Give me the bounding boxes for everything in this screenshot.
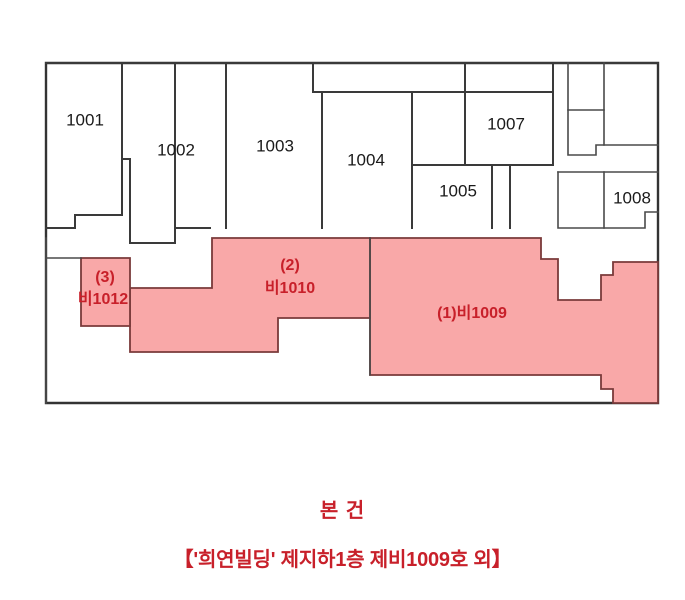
caption-subtitle: 【'희연빌딩' 제지하1층 제비1009호 외】 [173, 549, 512, 571]
room-label-1001: 1001 [66, 110, 104, 129]
unit-bi1012-shape[interactable] [80, 257, 131, 327]
unit-bi1010-name: 비1010 [265, 279, 315, 297]
room-label-1007: 1007 [487, 114, 525, 133]
unit-bi1010[interactable]: (2) 비1010 [115, 228, 371, 375]
room-label-1002: 1002 [157, 140, 195, 159]
unit-bi1009-shape[interactable] [369, 237, 659, 404]
room-labels: 1001 1002 1003 1004 1005 1007 1008 [66, 110, 651, 207]
unit-bi1010-shape[interactable] [129, 237, 371, 353]
room-label-1004: 1004 [347, 150, 385, 169]
unit-bi1009[interactable]: (1)비1009 [369, 237, 659, 404]
unit-bi1010-number: (2) [280, 257, 300, 274]
room-label-1005: 1005 [439, 181, 477, 200]
caption-title: 본 건 [319, 500, 366, 522]
unit-bi1012[interactable]: (3) 비1012 [78, 257, 131, 327]
lower-walls [45, 237, 371, 404]
upper-rooms-walls [45, 62, 659, 244]
unit-bi1012-number: (3) [95, 269, 115, 286]
room-label-1003: 1003 [256, 136, 294, 155]
unit-bi1012-name: 비1012 [78, 290, 128, 308]
room-label-1008: 1008 [613, 188, 651, 207]
unit-bi1009-label: (1)비1009 [437, 304, 507, 322]
